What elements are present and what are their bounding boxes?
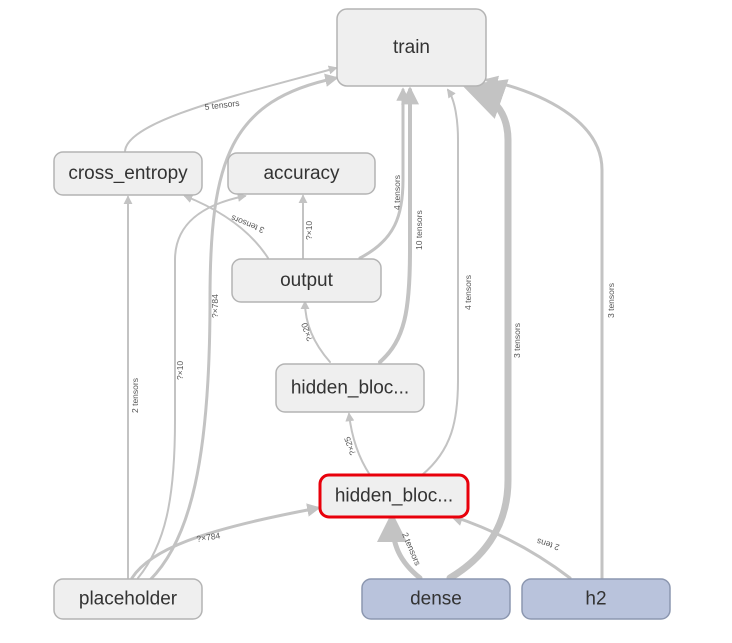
edge-hb2-train[interactable] <box>378 86 419 364</box>
node-hidden-block-2-box <box>275 363 425 413</box>
node-h2[interactable]: h2 <box>521 578 671 620</box>
node-accuracy[interactable]: accuracy <box>227 152 376 195</box>
node-hidden-block-2[interactable]: hidden_bloc... <box>275 363 425 413</box>
node-hidden-block-2-label: hidden_bloc... <box>291 378 409 399</box>
node-placeholder[interactable]: placeholder <box>53 578 203 620</box>
edge-hb1-train[interactable] <box>421 88 459 476</box>
edge-label-placeholder-train: ?×784 <box>210 294 220 318</box>
edge-cross-entropy-train[interactable] <box>124 65 338 153</box>
node-h2-box <box>521 578 671 620</box>
edge-dense-train[interactable] <box>446 79 512 582</box>
edge-label-dense-train: 3 tensors <box>512 323 522 358</box>
edge-label-ce-train: 5 tensors <box>204 98 240 112</box>
edge-label-output-train: 4 tensors <box>392 175 402 210</box>
node-dense[interactable]: dense <box>361 578 511 620</box>
node-placeholder-box <box>53 578 203 620</box>
node-accuracy-box <box>227 152 376 195</box>
edge-output-cross-entropy[interactable] <box>183 194 269 259</box>
nodes: train cross_entropy accuracy output hidd… <box>53 8 671 620</box>
edge-label-hb1-train: 4 tensors <box>463 275 473 310</box>
node-output[interactable]: output <box>231 258 382 303</box>
node-train-box <box>336 8 487 87</box>
node-accuracy-label: accuracy <box>263 163 340 184</box>
node-dense-box <box>361 578 511 620</box>
edge-placeholder-accuracy[interactable] <box>137 193 247 579</box>
node-hidden-block-1[interactable]: hidden_bloc... <box>318 473 470 519</box>
node-h2-label: h2 <box>585 589 606 610</box>
node-cross-entropy-label: cross_entropy <box>68 163 188 184</box>
node-dense-label: dense <box>410 589 462 610</box>
node-train-label: train <box>393 37 430 58</box>
node-cross-entropy[interactable]: cross_entropy <box>53 151 203 196</box>
node-placeholder-label: placeholder <box>79 589 178 610</box>
edge-label-placeholder-ce: 2 tensors <box>130 378 140 413</box>
node-output-box <box>231 258 382 303</box>
edge-placeholder-hb1[interactable] <box>130 503 321 580</box>
node-cross-entropy-box <box>53 151 203 196</box>
edge-label-placeholder-accuracy: ?×10 <box>175 361 185 380</box>
edge-label-output-accuracy: ?×10 <box>304 221 314 240</box>
edge-hb2-output[interactable] <box>300 300 331 363</box>
edge-hb1-hb2[interactable] <box>345 412 371 476</box>
edge-label-placeholder-hb1: ?×784 <box>196 530 221 544</box>
edge-label-hb2-train: 10 tensors <box>414 210 424 250</box>
node-hidden-block-1-box <box>318 473 470 519</box>
edge-output-train[interactable] <box>358 87 410 260</box>
edge-placeholder-train[interactable] <box>148 73 339 582</box>
edge-label-hb2-output: ?×20 <box>299 321 315 343</box>
edge-dense-hb1[interactable] <box>377 512 423 581</box>
node-output-label: output <box>280 270 334 291</box>
node-train[interactable]: train <box>336 8 487 87</box>
edge-label-output-ce: 3 tensors <box>230 213 266 235</box>
edge-h2-hb1[interactable] <box>449 513 572 580</box>
node-hidden-block-1-label: hidden_bloc... <box>335 486 453 507</box>
edge-label-h2-hb1: 2 tens <box>536 536 561 552</box>
edge-h2-train[interactable] <box>484 75 604 580</box>
edge-label-h2-train: 3 tensors <box>606 283 616 318</box>
